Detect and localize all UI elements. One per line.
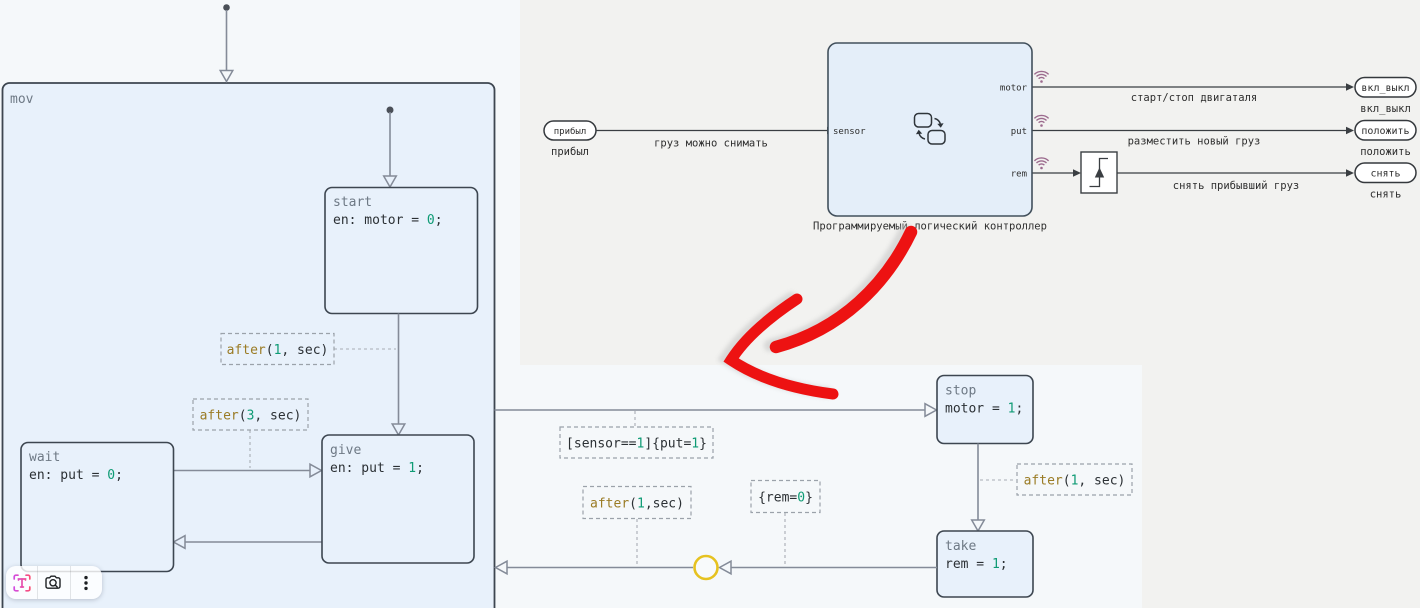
plc-port-put: put: [1011, 127, 1027, 137]
transition-label-box-guard-mov-stop[interactable]: [559, 426, 714, 459]
arrowhead: [493, 559, 508, 576]
red-annotation-arrow: [717, 224, 918, 400]
signal-line-motor[interactable]: [1032, 83, 1355, 91]
state-give[interactable]: [321, 434, 475, 564]
plc-caption: Программируемый логический контроллер: [813, 221, 1047, 233]
default-transition-origin-dot: [223, 4, 230, 11]
transition-label-after3-wait-give: after(3, sec): [200, 409, 302, 424]
state-mov-name: mov: [10, 92, 34, 107]
default-transition-origin-dot: [386, 106, 394, 114]
state-give-code: en: put = 1;: [330, 461, 424, 476]
more-options-button[interactable]: [69, 566, 102, 599]
arrowhead: [717, 559, 732, 576]
outport-caption-remove: снять: [1370, 189, 1402, 201]
signal-line-sensor[interactable]: [596, 126, 835, 135]
outport-label-put: положить: [1361, 126, 1409, 137]
outport-block-remove[interactable]: [1354, 162, 1417, 184]
outport-label-on-off: вкл_выкл: [1361, 83, 1409, 94]
text-scan-button[interactable]: [6, 566, 37, 599]
transition-label-after1-stop-take: after(1, sec): [1024, 474, 1126, 489]
plc-chart-block[interactable]: [827, 42, 1033, 217]
rising-edge-icon: [1094, 167, 1105, 178]
signal-label-rem: снять прибывший груз: [1173, 180, 1299, 192]
arrowhead: [970, 519, 986, 533]
outport-block-put[interactable]: [1354, 119, 1417, 141]
wifi-icon-rem: [1033, 157, 1050, 170]
plc-port-sensor: sensor: [833, 127, 866, 137]
transition-mov-stop[interactable]: [494, 402, 939, 418]
state-take-name: take: [945, 539, 976, 554]
state-take[interactable]: [936, 530, 1034, 598]
state-wait-name: wait: [29, 450, 60, 465]
edge-detect-block[interactable]: [1080, 151, 1118, 194]
transition-label-after1-take-mov: after(1,sec): [590, 497, 684, 512]
transition-wait-give[interactable]: [173, 462, 324, 479]
inport-caption: прибыл: [551, 146, 589, 158]
arrowhead: [390, 423, 407, 437]
transition-take-junction[interactable]: [717, 559, 938, 576]
transition-label-guard-mov-stop: [sensor==1]{put=1}: [566, 437, 707, 452]
wifi-icon-put: [1033, 114, 1050, 127]
arrowhead: [309, 462, 324, 479]
state-start[interactable]: [324, 186, 479, 315]
signal-arrowhead: [1073, 169, 1081, 177]
outport-label-remove: снять: [1370, 169, 1400, 180]
plc-port-motor: motor: [1000, 84, 1028, 94]
camera-search-icon: [45, 575, 62, 589]
state-stop[interactable]: [936, 374, 1034, 445]
state-take-code: rem = 1;: [945, 557, 1008, 572]
wifi-icon-motor: [1033, 70, 1050, 83]
transition-start-give[interactable]: [390, 313, 407, 437]
state-stop-code: motor = 1;: [945, 402, 1023, 417]
signal-line-rem-1[interactable]: [1032, 169, 1082, 177]
state-start-code: en: motor = 0;: [333, 213, 443, 228]
state-give-name: give: [330, 443, 361, 458]
inport-block-label: прибыл: [554, 126, 587, 137]
connective-junction[interactable]: [693, 554, 719, 581]
outport-caption-put: положить: [1360, 146, 1411, 158]
state-stop-name: stop: [945, 384, 976, 399]
transition-label-after1-start-give: after(1, sec): [227, 343, 329, 358]
transition-stop-take[interactable]: [970, 443, 986, 533]
transition-label-box-after1-stop-take[interactable]: [1016, 463, 1133, 496]
signal-arrowhead: [1346, 126, 1354, 135]
signal-label-sensor: груз можно снимать: [654, 138, 768, 150]
arrowhead: [924, 402, 939, 418]
camera-search-button[interactable]: [37, 566, 69, 599]
transition-label-box-after1-start-give[interactable]: [220, 332, 335, 366]
outport-caption-on-off: вкл_выкл: [1360, 103, 1411, 115]
signal-arrowhead: [1346, 169, 1354, 177]
signal-label-motor: старт/стоп двигаталя: [1131, 92, 1257, 104]
signal-line-put[interactable]: [1032, 126, 1355, 135]
state-wait-code: en: put = 0;: [29, 468, 123, 483]
arrowhead: [171, 534, 186, 550]
transition-give-wait[interactable]: [171, 534, 323, 550]
signal-line-rem-2[interactable]: [1117, 169, 1354, 177]
outport-block-on-off[interactable]: [1354, 76, 1417, 98]
plc-port-rem: rem: [1011, 170, 1027, 180]
arrowhead: [382, 175, 398, 189]
kebab-menu-icon: [84, 575, 89, 590]
signal-arrowhead: [1346, 83, 1354, 91]
transition-label-box-after3-wait-give[interactable]: [192, 398, 309, 431]
arrowhead: [218, 69, 235, 84]
simulink-model: прибыл прибыл груз можно снимать sensor …: [543, 42, 1417, 233]
default-transition-start[interactable]: [382, 106, 398, 189]
default-transition-mov[interactable]: [218, 4, 235, 84]
text-scan-icon: [13, 573, 31, 592]
signal-label-put: разместить новый груз: [1128, 136, 1261, 148]
stateflow-icon: [913, 112, 946, 145]
screenshot-tool-toolbar: [6, 566, 102, 599]
transition-label-box-rem-action[interactable]: [750, 479, 821, 514]
transition-junction-mov[interactable]: [493, 559, 694, 576]
transition-label-rem-action: {rem=0}: [758, 491, 813, 506]
state-start-name: start: [333, 195, 372, 210]
